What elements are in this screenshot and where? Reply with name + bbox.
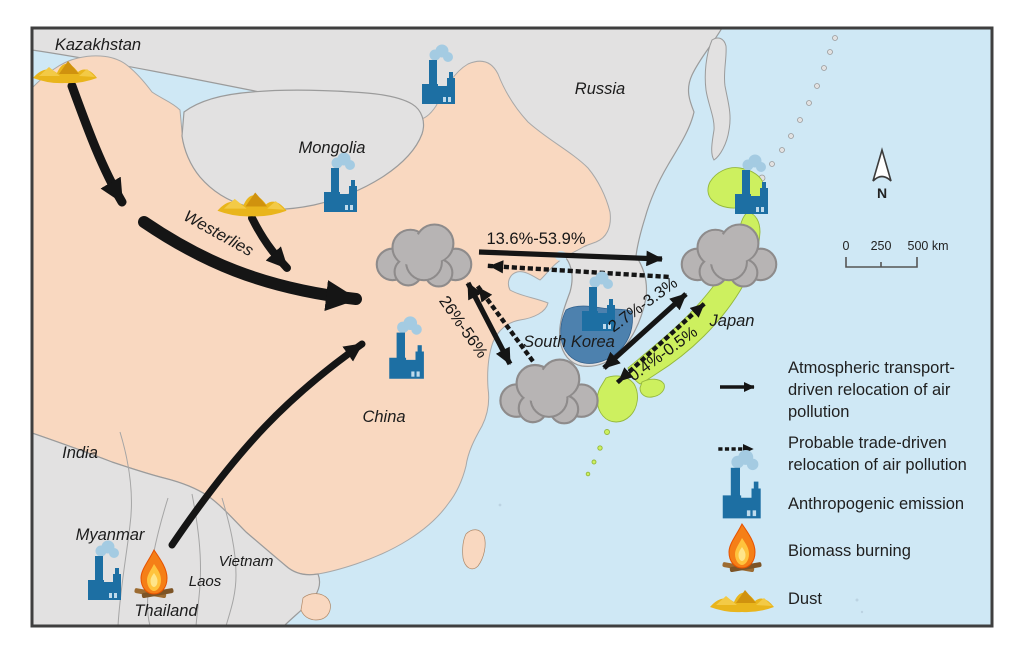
flow-arrow-korea-japan-trade [615, 300, 708, 385]
legend-item-atmospheric: Atmospheric transport- driven relocation… [788, 359, 960, 421]
border-laos-vietnam [221, 497, 237, 626]
country-label-mongolia: Mongolia [299, 139, 366, 157]
country-label-myanmar: Myanmar [76, 526, 146, 544]
taiwan-island [462, 529, 486, 570]
border-thailand-laos [191, 493, 202, 626]
country-label-south-korea: South Korea [523, 333, 615, 351]
flow-arrow-china-japan-trade [487, 260, 673, 280]
sakhalin-island [704, 37, 731, 161]
flow-arrow-china-sea-atmospheric [465, 281, 513, 366]
scale-tick-0: 0 [843, 239, 850, 253]
flow-arrow-china-japan-atmospheric [478, 249, 664, 267]
flow-arrow-kazakhstan-dust [67, 81, 127, 207]
country-label-kazakhstan: Kazakhstan [55, 36, 141, 54]
map-frame [30, 26, 994, 628]
small-sea-islands [498, 503, 864, 614]
country-label-china: China [362, 408, 405, 426]
flow-label-china-japan: 13.6%-53.9% [486, 230, 585, 248]
country-label-india: India [62, 444, 98, 462]
country-label-thailand: Thailand [134, 602, 198, 620]
north-label: N [877, 185, 887, 201]
legend: Atmospheric transport- driven relocation… [710, 359, 967, 613]
country-label-russia: Russia [575, 80, 625, 98]
kuril-islands [758, 35, 838, 182]
flow-arrow-biomass-south [168, 340, 366, 549]
scale-bar: 0 250 500 km [843, 239, 949, 268]
country-mongolia-shape [181, 89, 425, 210]
flow-arrow-westerlies [138, 216, 362, 312]
country-label-japan: Japan [709, 312, 755, 330]
flow-arrow-china-sea-trade [475, 284, 536, 364]
legend-item-dust: Dust [788, 590, 822, 608]
north-arrow: N [872, 147, 892, 201]
country-label-vietnam: Vietnam [219, 553, 274, 570]
country-label-laos: Laos [189, 573, 222, 590]
hainan-island [300, 593, 331, 621]
legend-item-trade: Probable trade-driven relocation of air … [788, 434, 967, 474]
legend-item-biomass: Biomass burning [788, 542, 911, 560]
flow-arrow-mongolia-dust [248, 214, 291, 272]
scale-tick-250: 250 [871, 239, 892, 253]
legend-item-anthropogenic: Anthropogenic emission [788, 495, 964, 513]
scale-tick-500: 500 km [908, 239, 949, 253]
